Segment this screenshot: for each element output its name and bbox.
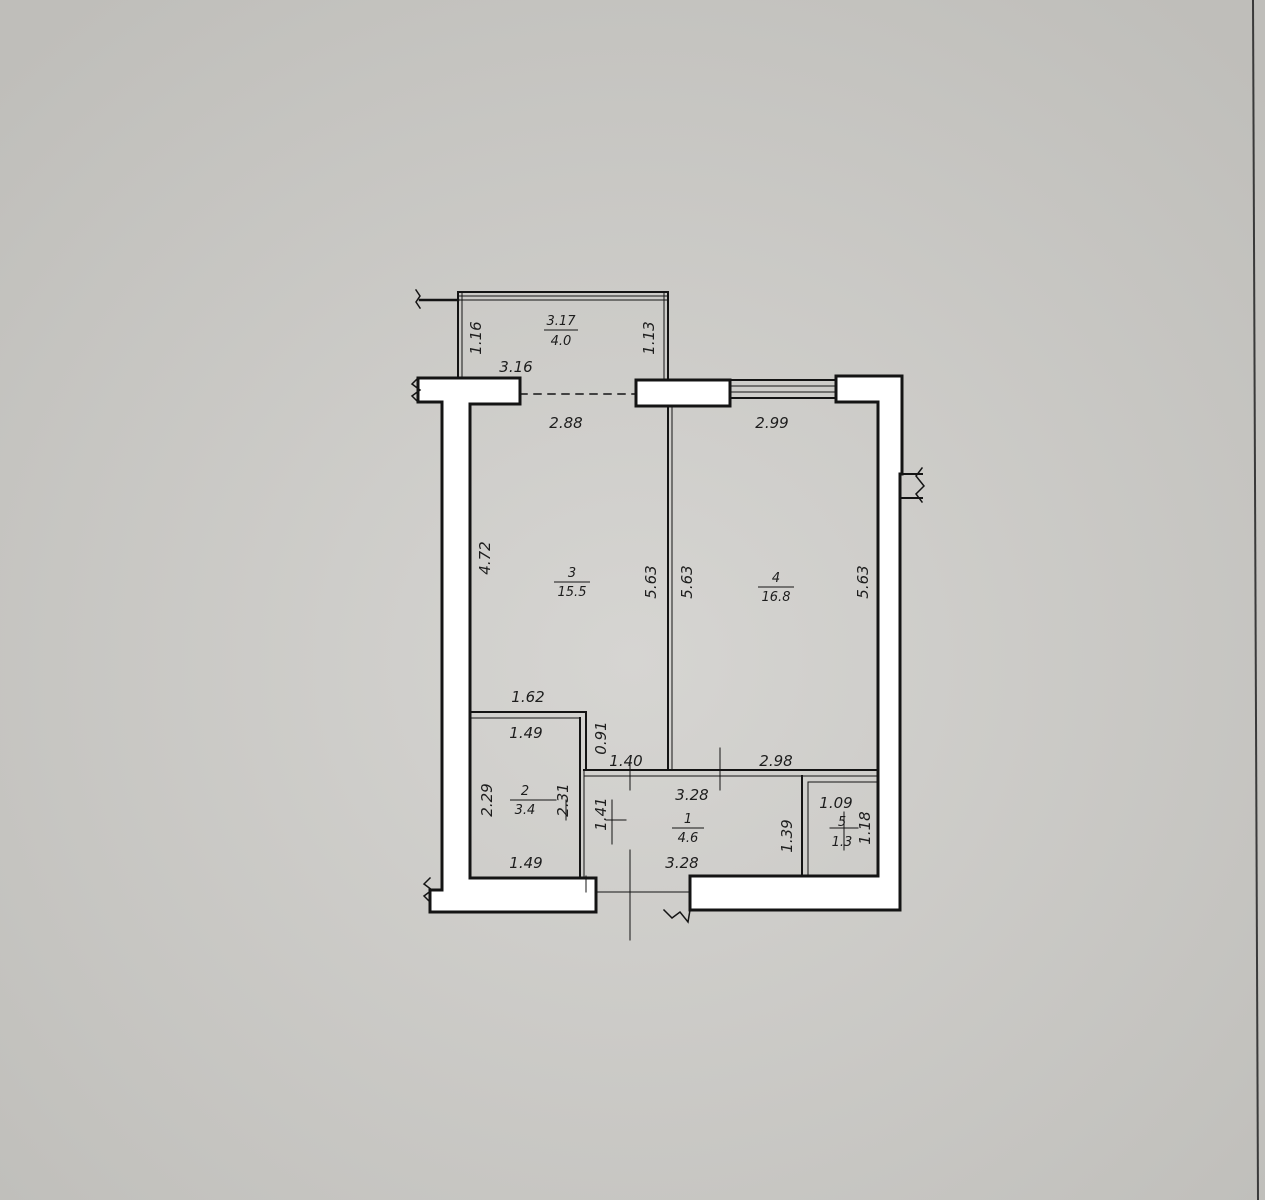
room-number: 2	[521, 784, 529, 799]
left-wall	[410, 376, 598, 914]
dim-hall-left: 1.41	[592, 797, 610, 830]
dim-room4-bottom: 2.98	[759, 752, 792, 770]
room-number: 5	[838, 815, 846, 830]
paper-border-line	[1252, 0, 1259, 1200]
dim-room2-left: 2.29	[478, 783, 496, 816]
hall-top-wall	[583, 769, 879, 777]
dim-room3-top: 2.88	[549, 414, 582, 432]
dim-room2-bottom: 1.49	[509, 854, 542, 872]
dim-hall-door: 1.40	[609, 752, 642, 770]
floor-plan	[410, 288, 926, 941]
room-number: 3	[568, 566, 576, 581]
room-number: 1	[684, 812, 692, 827]
dim-room2-partition: 0.91	[592, 721, 610, 754]
dim-room2-right: 2.31	[554, 783, 572, 816]
dim-balcony-right: 1.13	[640, 321, 658, 354]
right-wall	[662, 374, 926, 924]
dim-hall-bottom: 3.28	[665, 854, 698, 872]
room-label-2: 2 3.4	[510, 784, 540, 818]
room-number: 4	[772, 571, 780, 586]
dimension-labels: 1.16 1.13 3.16 2.88 4.72 5.63 5.63 2.99 …	[467, 321, 874, 872]
dim-room2-inner-top: 1.49	[509, 724, 542, 742]
middle-top-wall	[634, 378, 732, 408]
dim-room3-left: 4.72	[476, 541, 494, 574]
door-ticks	[537, 747, 859, 941]
dim-room4-right: 5.63	[854, 565, 872, 598]
room4-window	[729, 379, 837, 399]
dim-balcony-left: 1.16	[467, 321, 485, 354]
room-label-4: 4 16.8	[758, 571, 794, 605]
dim-room4-top: 2.99	[755, 414, 788, 432]
room-area: 4.0	[551, 334, 572, 349]
balcony-outline	[414, 288, 669, 379]
room-label-balcony: 3.17 4.0	[544, 314, 578, 349]
room-area: 4.6	[678, 831, 699, 846]
room-area: 3.4	[515, 803, 536, 818]
room-area: 1.3	[832, 835, 853, 850]
dim-room2-top: 1.62	[511, 688, 544, 706]
dim-balcony-bottom: 3.16	[499, 358, 532, 376]
dim-room3-right: 5.63	[642, 565, 660, 598]
room-area: 15.5	[558, 585, 587, 600]
room-label-3: 3 15.5	[554, 566, 590, 600]
dim-hall-right: 1.39	[778, 819, 796, 852]
room-labels: 3.17 4.0 3 15.5 4 16.8 2 3.4 1 4.6 5 1.3	[510, 314, 852, 850]
room-label-1: 1 4.6	[672, 812, 704, 846]
room-number: 3.17	[547, 314, 577, 329]
room-label-5: 5 1.3	[832, 815, 853, 850]
dim-room5-right: 1.18	[856, 811, 874, 844]
dim-hall-top: 3.28	[675, 786, 708, 804]
dim-room5-top: 1.09	[819, 794, 852, 812]
room2-walls	[471, 711, 587, 879]
room-area: 16.8	[762, 590, 791, 605]
room5-walls	[801, 775, 879, 877]
dim-room4-left: 5.63	[678, 565, 696, 598]
